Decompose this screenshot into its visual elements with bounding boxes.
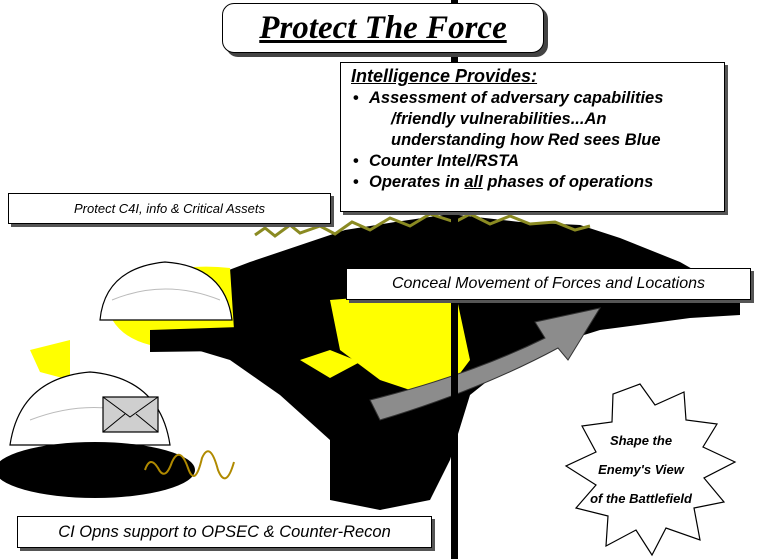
bullet3-emphasis: all (464, 173, 483, 191)
intelligence-heading: Intelligence Provides: (351, 66, 538, 86)
intelligence-list: Assessment of adversary capabilities /fr… (351, 88, 714, 193)
bullet3-pre: Operates in (369, 173, 465, 191)
lower-dome-base (0, 442, 195, 498)
terrain-yellow-patch (300, 350, 360, 378)
list-item: Assessment of adversary capabilities /fr… (351, 88, 714, 151)
conceal-label: Conceal Movement of Forces and Locations (346, 268, 751, 300)
terrain-yellow-lower (30, 340, 70, 380)
bullet1-line1: Assessment of adversary capabilities (369, 89, 664, 107)
bullet3-post: phases of operations (482, 173, 654, 191)
starburst-text: Shape the Enemy's View of the Battlefiel… (556, 426, 726, 513)
c4i-label: Protect C4I, info & Critical Assets (8, 193, 331, 224)
list-item: Counter Intel/RSTA (351, 151, 714, 172)
starburst-line3: of the Battlefield (590, 491, 692, 506)
intelligence-panel: Intelligence Provides: Assessment of adv… (340, 62, 725, 212)
ci-opns-label: CI Opns support to OPSEC & Counter-Recon (17, 516, 432, 548)
bullet1-line2: /friendly vulnerabilities...An (391, 110, 607, 128)
ridge-line (254, 212, 591, 238)
title-banner: Protect The Force (222, 3, 544, 53)
list-item: Operates in all phases of operations (351, 172, 714, 193)
starburst (564, 383, 737, 557)
starburst-line2: Enemy's View (598, 462, 684, 477)
bullet1-line3: understanding how Red sees Blue (391, 131, 661, 149)
starburst-line1: Shape the (609, 433, 673, 448)
envelope-icon (102, 396, 159, 433)
page-title: Protect The Force (259, 9, 507, 46)
upper-radar-dome (99, 261, 233, 321)
terrain-yellow-center (330, 290, 470, 400)
signal-waves (144, 450, 235, 480)
maneuver-arrow (369, 307, 602, 421)
bullet2-text: Counter Intel/RSTA (369, 152, 520, 170)
terrain-band (150, 325, 300, 352)
